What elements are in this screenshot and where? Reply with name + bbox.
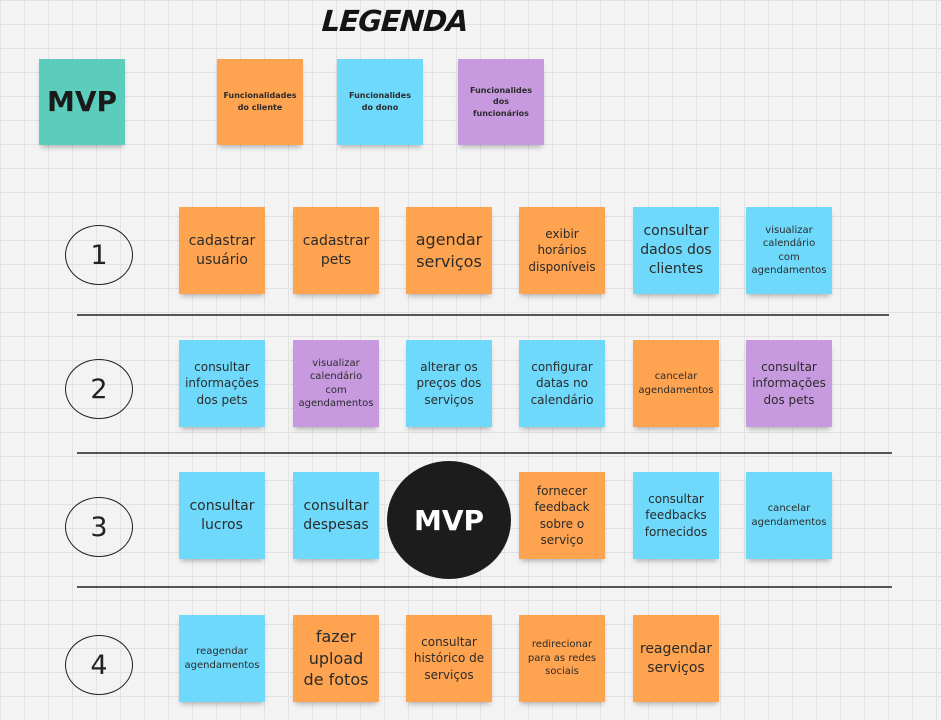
note-text: cadastrar pets bbox=[302, 232, 370, 268]
note-text: reagendar agendamentos bbox=[184, 646, 260, 671]
row-divider bbox=[77, 586, 892, 588]
legend-mvp-label: MVP bbox=[46, 85, 118, 119]
legend-title: LEGENDA bbox=[320, 4, 469, 38]
note-text: consultar informações dos pets bbox=[185, 360, 259, 407]
row-3-number: 3 bbox=[65, 497, 133, 557]
note-text: cancelar agendamentos bbox=[638, 371, 714, 396]
sticky-note[interactable]: exibir horários disponíveis bbox=[519, 207, 605, 294]
note-text: fazer upload de fotos bbox=[303, 627, 369, 690]
note-text: visualizar calendário com agendamentos bbox=[751, 224, 827, 277]
legend-owner-note[interactable]: Funcionalides do dono bbox=[337, 59, 423, 145]
note-text: exibir horários disponíveis bbox=[528, 227, 596, 274]
row-2-number: 2 bbox=[65, 359, 133, 419]
sticky-note[interactable]: alterar os preços dos serviços bbox=[406, 340, 492, 427]
sticky-note[interactable]: configurar datas no calendário bbox=[519, 340, 605, 427]
sticky-note[interactable]: cancelar agendamentos bbox=[633, 340, 719, 427]
sticky-note[interactable]: consultar dados dos clientes bbox=[633, 207, 719, 294]
note-text: consultar lucros bbox=[189, 497, 255, 533]
legend-employee-label: Funcionalides dos funcionários bbox=[470, 85, 532, 118]
note-text: consultar despesas bbox=[303, 497, 369, 533]
note-text: cancelar agendamentos bbox=[751, 503, 827, 528]
note-text: consultar informações dos pets bbox=[752, 360, 826, 407]
sticky-note[interactable]: cadastrar pets bbox=[293, 207, 379, 294]
sticky-note[interactable]: reagendar serviços bbox=[633, 615, 719, 702]
row-4-number: 4 bbox=[65, 635, 133, 695]
sticky-note[interactable]: consultar histórico de serviços bbox=[406, 615, 492, 702]
legend-client-note[interactable]: Funcionalidades do cliente bbox=[217, 59, 303, 145]
note-text: cadastrar usuário bbox=[188, 232, 256, 268]
note-text: consultar dados dos clientes bbox=[640, 223, 712, 277]
sticky-note[interactable]: consultar informações dos pets bbox=[746, 340, 832, 427]
note-text: consultar feedbacks fornecidos bbox=[644, 492, 708, 539]
sticky-note[interactable]: cadastrar usuário bbox=[179, 207, 265, 294]
sticky-note[interactable]: consultar informações dos pets bbox=[179, 340, 265, 427]
note-text: alterar os preços dos serviços bbox=[416, 360, 482, 407]
legend-owner-label: Funcionalides do dono bbox=[349, 91, 411, 112]
note-text: visualizar calendário com agendamentos bbox=[298, 357, 374, 410]
note-text: fornecer feedback sobre o serviço bbox=[534, 484, 590, 547]
legend-mvp-note[interactable]: MVP bbox=[39, 59, 125, 145]
row-divider bbox=[77, 314, 889, 316]
sticky-note[interactable]: reagendar agendamentos bbox=[179, 615, 265, 702]
sticky-note[interactable]: visualizar calendário com agendamentos bbox=[293, 340, 379, 427]
note-text: configurar datas no calendário bbox=[530, 360, 594, 407]
sticky-note[interactable]: agendar serviços bbox=[406, 207, 492, 294]
row-1-number: 1 bbox=[65, 225, 133, 285]
sticky-note[interactable]: fornecer feedback sobre o serviço bbox=[519, 472, 605, 559]
note-text: redirecionar para as redes sociais bbox=[527, 639, 597, 678]
sticky-note[interactable]: consultar lucros bbox=[179, 472, 265, 559]
legend-employee-note[interactable]: Funcionalides dos funcionários bbox=[458, 59, 544, 145]
row-divider bbox=[77, 452, 892, 454]
sticky-note[interactable]: redirecionar para as redes sociais bbox=[519, 615, 605, 702]
note-text: agendar serviços bbox=[415, 229, 483, 271]
note-text: reagendar serviços bbox=[639, 640, 713, 676]
note-text: consultar histórico de serviços bbox=[413, 635, 485, 682]
mvp-marker[interactable]: MVP bbox=[387, 461, 511, 579]
sticky-note[interactable]: cancelar agendamentos bbox=[746, 472, 832, 559]
sticky-note[interactable]: fazer upload de fotos bbox=[293, 615, 379, 702]
sticky-note[interactable]: consultar feedbacks fornecidos bbox=[633, 472, 719, 559]
sticky-note[interactable]: consultar despesas bbox=[293, 472, 379, 559]
legend-client-label: Funcionalidades do cliente bbox=[223, 91, 297, 112]
sticky-note[interactable]: visualizar calendário com agendamentos bbox=[746, 207, 832, 294]
